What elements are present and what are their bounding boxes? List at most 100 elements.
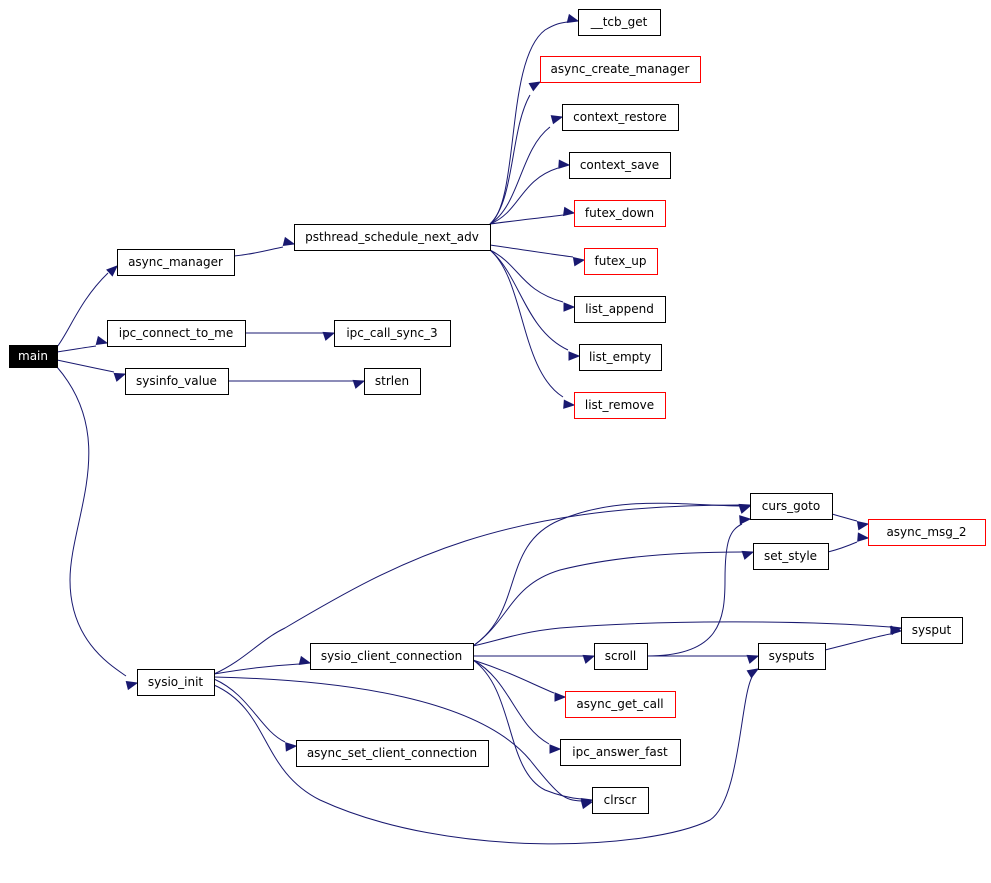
node-label: ipc_connect_to_me xyxy=(119,326,234,340)
edge-arrowhead xyxy=(554,692,567,702)
node-ipc-connect-to-me[interactable]: ipc_connect_to_me xyxy=(107,320,246,347)
node-async-manager[interactable]: async_manager xyxy=(117,249,235,276)
node-box[interactable] xyxy=(565,691,676,718)
node-box[interactable] xyxy=(137,669,215,696)
node-psthread-schedule-next-adv[interactable]: psthread_schedule_next_adv xyxy=(294,224,491,251)
node-strlen[interactable]: strlen xyxy=(364,368,421,395)
node-curs-goto[interactable]: curs_goto xyxy=(750,493,833,520)
node-box[interactable] xyxy=(117,249,235,276)
node-label: sysio_init xyxy=(148,675,204,689)
edge-arrowhead xyxy=(549,744,562,754)
node-box[interactable] xyxy=(334,320,451,347)
node-box[interactable] xyxy=(540,56,701,83)
edge-sysio_client_connection-to-curs_goto xyxy=(472,502,752,647)
node-box[interactable] xyxy=(901,617,963,644)
node-box[interactable] xyxy=(578,9,661,36)
node-async-msg-2[interactable]: async_msg_2 xyxy=(868,519,986,546)
node-futex-down[interactable]: futex_down xyxy=(574,200,666,227)
edge-arrowhead xyxy=(746,654,760,664)
node-clrscr[interactable]: clrscr xyxy=(592,787,649,814)
node-sysputs[interactable]: sysputs xyxy=(758,643,826,670)
node-label: list_append xyxy=(585,302,654,316)
node-tcb-get[interactable]: __tcb_get xyxy=(578,9,661,36)
node-box[interactable] xyxy=(592,787,649,814)
edge-arrowhead xyxy=(566,13,580,24)
edge-scroll-to-sysputs xyxy=(647,654,760,664)
node-box[interactable] xyxy=(562,104,679,131)
node-box[interactable] xyxy=(574,392,666,419)
edge-line xyxy=(489,249,564,398)
edge-arrowhead xyxy=(856,521,870,531)
node-box[interactable] xyxy=(364,368,421,395)
edge-line xyxy=(646,523,743,657)
node-box[interactable] xyxy=(579,344,662,371)
node-ipc-answer-fast[interactable]: ipc_answer_fast xyxy=(560,739,681,766)
edge-ipc_connect_to_me-to-ipc_call_sync_3 xyxy=(245,331,336,341)
edge-psthread_schedule_next_adv-to-context_restore xyxy=(489,115,564,225)
node-ipc-call-sync-3[interactable]: ipc_call_sync_3 xyxy=(334,320,451,347)
node-label: sysput xyxy=(912,623,952,637)
edge-line xyxy=(472,659,555,694)
node-scroll[interactable]: scroll xyxy=(594,643,648,670)
node-box[interactable] xyxy=(868,519,986,546)
edge-sysio_client_connection-to-scroll xyxy=(473,654,596,664)
node-label: sysputs xyxy=(769,649,815,663)
node-box[interactable] xyxy=(294,224,491,251)
node-futex-up[interactable]: futex_up xyxy=(584,248,658,275)
node-box[interactable] xyxy=(584,248,658,275)
edge-sysio_client_connection-to-async_get_call xyxy=(472,659,567,702)
node-sysio-init[interactable]: sysio_init xyxy=(137,669,215,696)
edge-arrowhead xyxy=(558,159,571,169)
node-box[interactable] xyxy=(107,320,246,347)
edge-arrowhead xyxy=(582,654,596,664)
node-context-save[interactable]: context_save xyxy=(569,152,671,179)
node-label: futex_up xyxy=(594,254,646,268)
node-sysinfo-value[interactable]: sysinfo_value xyxy=(125,368,229,395)
edge-line xyxy=(56,359,115,373)
node-list-empty[interactable]: list_empty xyxy=(579,344,662,371)
node-async-set-client-connection[interactable]: async_set_client_connection xyxy=(296,740,489,767)
edge-arrowhead xyxy=(563,302,576,312)
node-box[interactable] xyxy=(296,740,489,767)
node-box[interactable] xyxy=(574,296,666,323)
edge-arrowhead xyxy=(562,206,576,217)
node-sysio-client-connection[interactable]: sysio_client_connection xyxy=(310,643,474,670)
edge-arrowhead xyxy=(857,532,870,542)
node-async-create-manager[interactable]: async_create_manager xyxy=(540,56,701,83)
edge-line xyxy=(831,513,858,522)
node-box[interactable] xyxy=(125,368,229,395)
edge-arrowhead xyxy=(282,236,296,247)
edge-sysio_client_connection-to-ipc_answer_fast xyxy=(472,659,562,754)
node-list-remove[interactable]: list_remove xyxy=(574,392,666,419)
node-label: __tcb_get xyxy=(590,15,648,29)
node-set-style[interactable]: set_style xyxy=(753,543,829,570)
node-async-get-call[interactable]: async_get_call xyxy=(565,691,676,718)
edge-psthread_schedule_next_adv-to-list_remove xyxy=(489,249,576,409)
edge-arrowhead xyxy=(550,115,564,125)
node-label: ipc_call_sync_3 xyxy=(346,326,437,340)
node-box[interactable] xyxy=(310,643,474,670)
node-box[interactable] xyxy=(750,493,833,520)
edge-arrowhead xyxy=(563,399,576,409)
node-box[interactable] xyxy=(574,200,666,227)
node-label: async_set_client_connection xyxy=(307,746,477,760)
edge-psthread_schedule_next_adv-to-futex_down xyxy=(489,206,576,225)
node-box[interactable] xyxy=(9,345,58,368)
edge-main-to-sysio_init xyxy=(56,366,139,691)
edge-line xyxy=(213,676,582,802)
edge-line xyxy=(489,214,564,225)
node-box[interactable] xyxy=(753,543,829,570)
node-box[interactable] xyxy=(594,643,648,670)
node-context-restore[interactable]: context_restore xyxy=(562,104,679,131)
edge-arrowhead xyxy=(285,742,298,752)
edge-arrowhead xyxy=(738,504,752,514)
node-box[interactable] xyxy=(758,643,826,670)
node-main[interactable]: main xyxy=(9,345,58,368)
node-label: futex_down xyxy=(585,206,654,220)
edge-sysio_init-to-async_set_client_connection xyxy=(213,678,298,752)
node-sysput[interactable]: sysput xyxy=(901,617,963,644)
node-list-append[interactable]: list_append xyxy=(574,296,666,323)
node-box[interactable] xyxy=(569,152,671,179)
node-box[interactable] xyxy=(560,739,681,766)
edge-line xyxy=(472,659,582,800)
